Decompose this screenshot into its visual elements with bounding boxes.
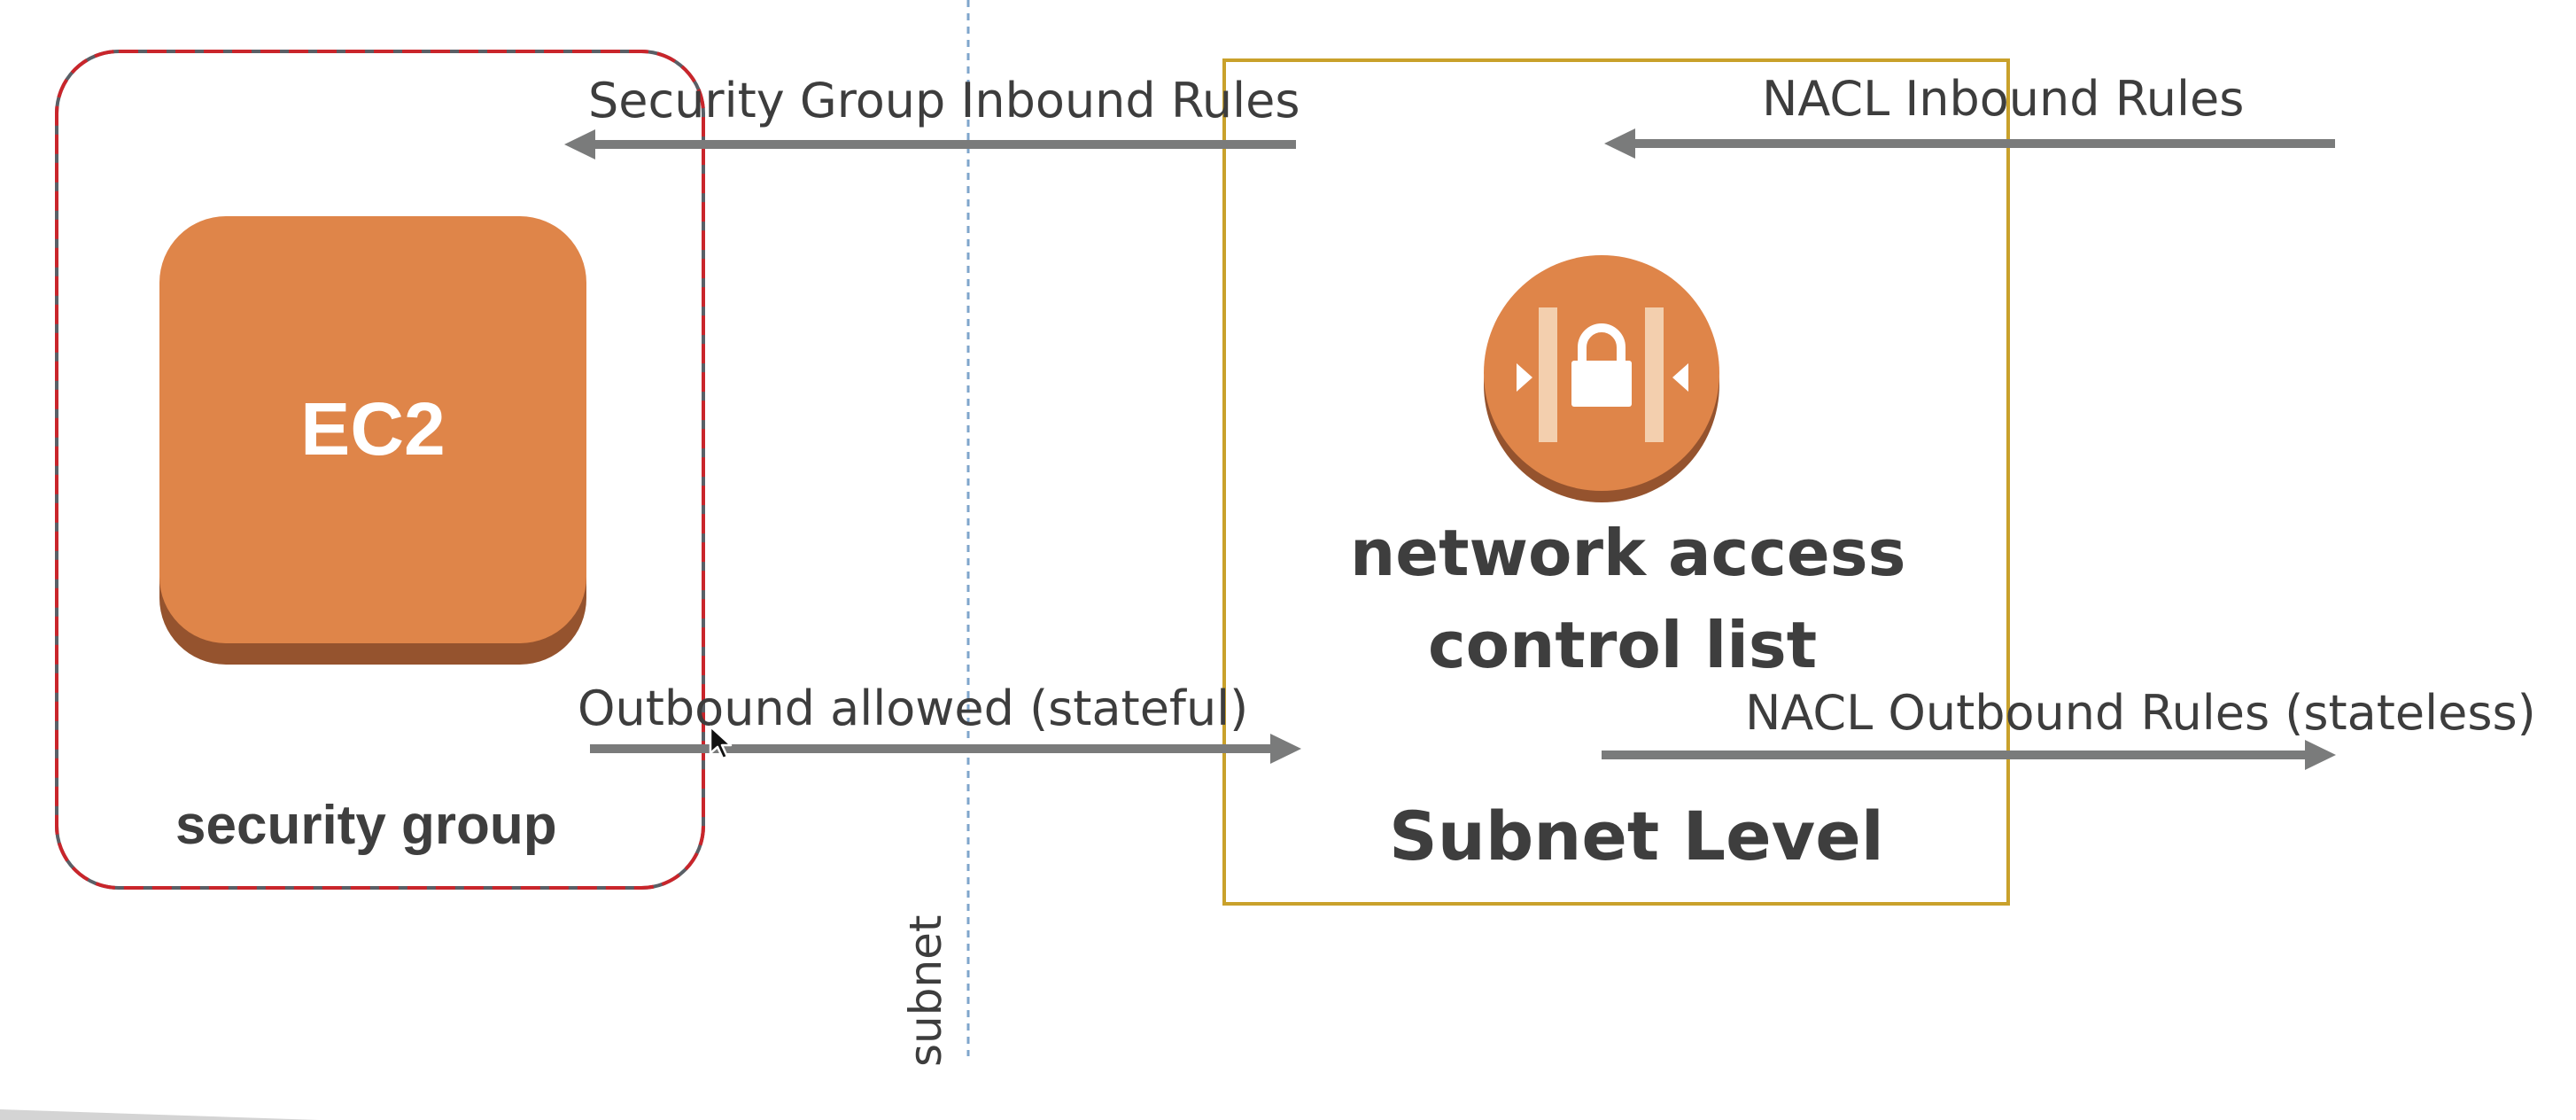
nacl-lock-icon: [1484, 255, 1719, 502]
arrow-nacl-inbound: [1604, 128, 2335, 159]
nacl-inbound-label: NACL Inbound Rules: [1762, 71, 2245, 127]
arrow-sg-inbound: [564, 129, 1296, 159]
security-group-label: security group: [175, 795, 557, 856]
ec2-icon: [159, 216, 586, 665]
outbound-allowed-label: Outbound allowed (stateful): [578, 681, 1249, 736]
sg-inbound-label: Security Group Inbound Rules: [588, 73, 1300, 128]
ec2-label: EC2: [300, 387, 446, 471]
mouse-pointer-icon: [709, 725, 733, 760]
security-group-boundary-dash: [55, 50, 705, 890]
bottom-shadow-band: [0, 1109, 319, 1120]
arrow-outbound-allowed: [590, 734, 1301, 764]
arrow-nacl-outbound: [1602, 740, 2336, 770]
nacl-title-line-2: control list: [1428, 608, 1818, 682]
subnet-level-label: Subnet Level: [1389, 797, 1884, 875]
subnet-level-box: [1222, 58, 2010, 906]
nacl-outbound-label: NACL Outbound Rules (stateless): [1745, 685, 2536, 741]
subnet-vertical-label: subnet: [900, 914, 951, 1067]
nacl-title-line-1: network access: [1350, 516, 1906, 590]
